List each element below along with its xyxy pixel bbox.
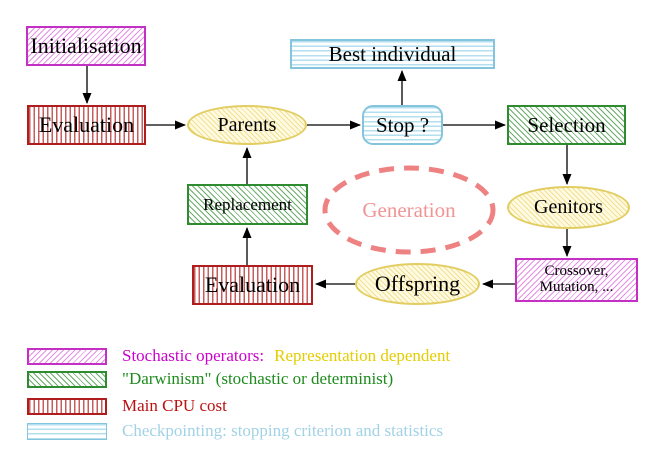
node-selection: Selection	[507, 105, 626, 145]
node-crossover-label-line2: Mutation, ...	[539, 279, 614, 295]
node-initialisation: Initialisation	[26, 26, 146, 66]
legend-label-representation-dependent: Representation dependent	[274, 346, 451, 365]
generation-label: Generation	[362, 198, 456, 222]
legend-label-cpu-cost: Main CPU cost	[122, 396, 227, 415]
node-evaluation-bottom: Evaluation	[192, 265, 313, 305]
legend-swatch-checkpointing	[27, 422, 107, 440]
node-offspring-label: Offspring	[374, 271, 461, 297]
node-genitors-label: Genitors	[534, 196, 603, 218]
node-evaluation-bottom-label: Evaluation	[204, 272, 301, 298]
node-selection-label: Selection	[527, 112, 606, 137]
legend-swatch-stochastic-operators	[27, 347, 107, 365]
node-replacement: Replacement	[187, 184, 308, 225]
node-evaluation-top-label: Evaluation	[38, 112, 135, 138]
legend-row-darwinism: "Darwinism" (stochastic or determinist)	[27, 369, 393, 389]
legend-label-darwinism: "Darwinism" (stochastic or determinist)	[122, 369, 394, 388]
node-initialisation-label: Initialisation	[30, 33, 142, 59]
legend-label-stochastic: Stochastic operators:	[122, 346, 265, 365]
node-parents: Parents	[187, 105, 307, 145]
node-crossover-label-line1: Crossover,	[544, 263, 609, 280]
node-stop: Stop ?	[362, 105, 443, 145]
node-best-individual-label: Best individual	[328, 41, 457, 66]
node-genitors: Genitors	[507, 186, 630, 229]
legend-row-cpu-cost: Main CPU cost	[27, 396, 227, 416]
node-offspring: Offspring	[355, 263, 480, 305]
node-crossover-mutation: Crossover, Mutation, ...	[515, 258, 638, 302]
node-best-individual: Best individual	[290, 39, 495, 69]
legend-swatch-cpu-cost	[27, 397, 107, 415]
legend-row-stochastic: Stochastic operators: Representation dep…	[27, 346, 450, 366]
legend-row-checkpointing: Checkpointing: stopping criterion and st…	[27, 421, 443, 441]
node-parents-label: Parents	[217, 113, 277, 136]
node-replacement-label: Replacement	[203, 194, 292, 214]
legend-swatch-darwinism	[27, 370, 107, 388]
node-stop-label: Stop ?	[375, 112, 430, 137]
legend-label-checkpointing: Checkpointing: stopping criterion and st…	[122, 421, 444, 440]
node-evaluation-top: Evaluation	[27, 105, 146, 145]
